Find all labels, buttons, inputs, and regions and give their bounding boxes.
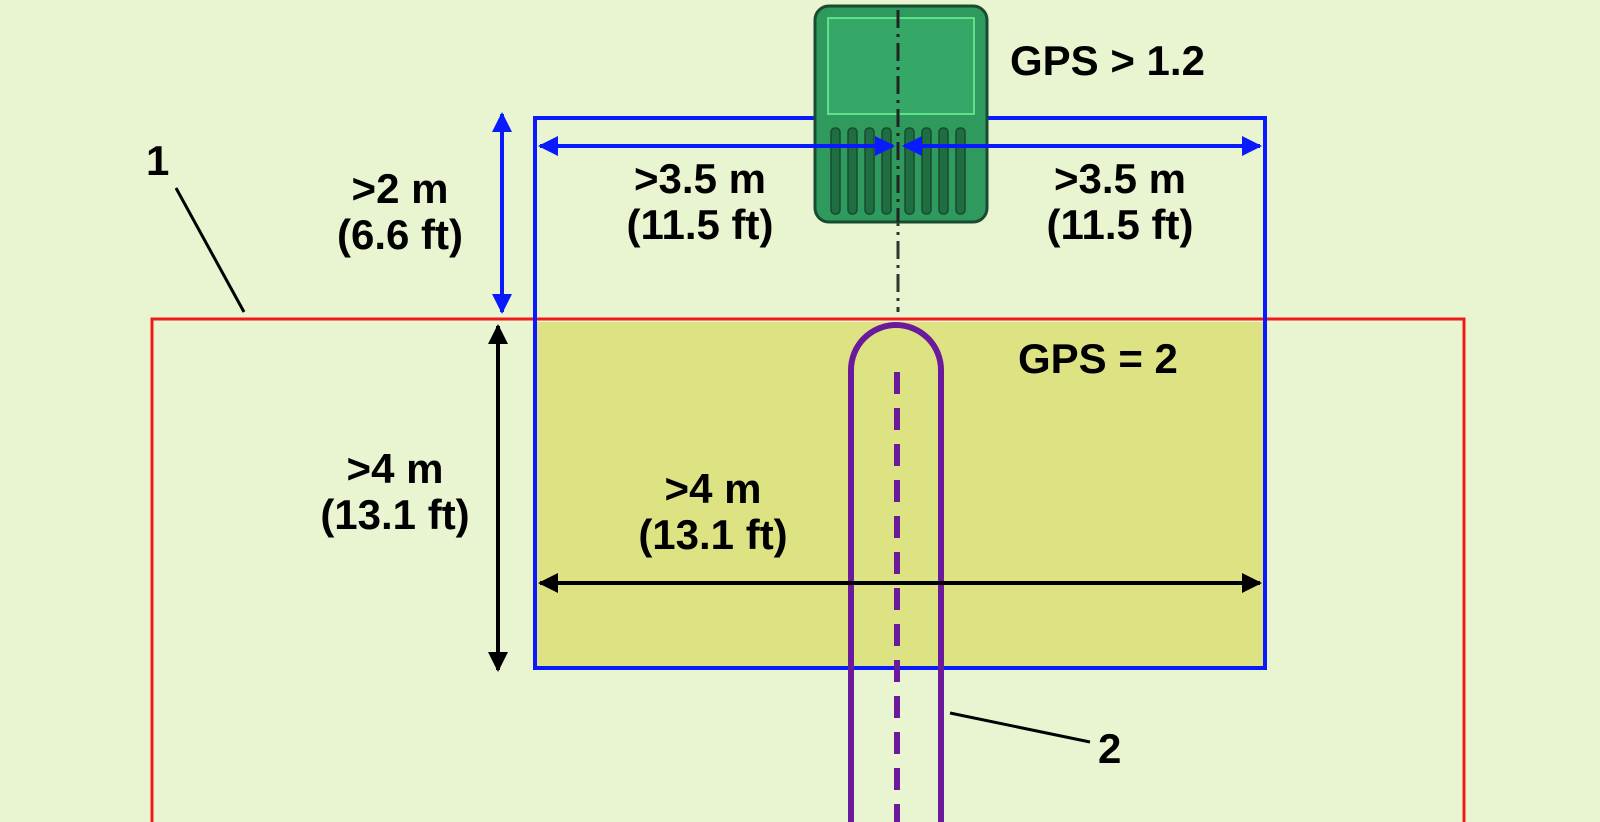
callout-1-leader	[174, 187, 246, 313]
mower-path	[848, 322, 944, 822]
lower-width-imperial: (13.1 ft)	[638, 511, 788, 559]
gps-zone-label: GPS = 2	[1018, 335, 1178, 382]
gps-high-label: GPS > 1.2	[1010, 37, 1205, 84]
lower-width-metric: >4 m	[664, 465, 762, 512]
upper-depth-metric: >2 m	[351, 165, 449, 212]
upper-depth-imperial: (6.6 ft)	[337, 211, 463, 259]
lower-depth-metric: >4 m	[346, 445, 444, 492]
left-width-imperial: (11.5 ft)	[626, 201, 774, 249]
lower-width-label: >4 m (13.1 ft)	[618, 465, 808, 559]
upper-depth-label: >2 m (6.6 ft)	[320, 165, 480, 259]
lower-depth-imperial: (13.1 ft)	[320, 491, 470, 539]
right-width-metric: >3.5 m	[1054, 155, 1186, 202]
callout-2-leader	[949, 711, 1091, 744]
left-width-metric: >3.5 m	[634, 155, 766, 202]
machine-icon	[813, 4, 989, 224]
callout-1: 1	[146, 137, 170, 184]
right-width-imperial: (11.5 ft)	[1046, 201, 1194, 249]
left-width-label: >3.5 m (11.5 ft)	[605, 155, 795, 249]
right-width-label: >3.5 m (11.5 ft)	[1025, 155, 1215, 249]
field-boundary	[150, 317, 1466, 822]
lower-depth-label: >4 m (13.1 ft)	[305, 445, 485, 539]
callout-2: 2	[1098, 725, 1122, 772]
